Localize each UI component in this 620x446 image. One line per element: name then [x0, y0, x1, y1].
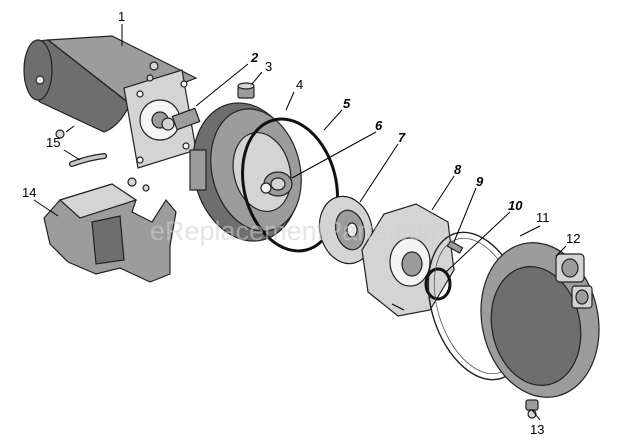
part-2-shaft-assembly [161, 107, 201, 131]
callout-15: 15 [46, 135, 60, 150]
watermark-text: eReplacementParts.com [150, 216, 446, 246]
callout-9: 9 [476, 174, 484, 189]
part-12-pump-housing [480, 242, 600, 398]
callout-4: 4 [296, 77, 303, 92]
callout-3: 3 [265, 59, 272, 74]
part-8-diffuser [361, 203, 455, 317]
part-15-hose-inner [70, 154, 106, 166]
part-10-small-o-ring [424, 267, 452, 301]
leader-lines [33, 24, 567, 421]
part-6-shaft-seal [260, 171, 293, 197]
callout-14: 14 [22, 185, 36, 200]
callout-1: 1 [118, 9, 125, 24]
callout-2: 2 [250, 50, 259, 65]
callout-12: 12 [566, 231, 580, 246]
callout-5: 5 [343, 96, 351, 111]
part-3-plug [237, 82, 255, 99]
part-7-impeller [318, 195, 374, 265]
callout-11: 11 [536, 210, 550, 225]
callout-7: 7 [398, 130, 406, 145]
callout-10: 10 [508, 198, 523, 213]
part-1-motor [23, 35, 198, 192]
callout-8: 8 [454, 162, 462, 177]
part-13-drain-plug [525, 399, 539, 419]
callout-13: 13 [530, 422, 544, 437]
callout-6: 6 [375, 118, 383, 133]
part-5-large-o-ring [241, 117, 339, 253]
part-14-base [43, 183, 177, 283]
